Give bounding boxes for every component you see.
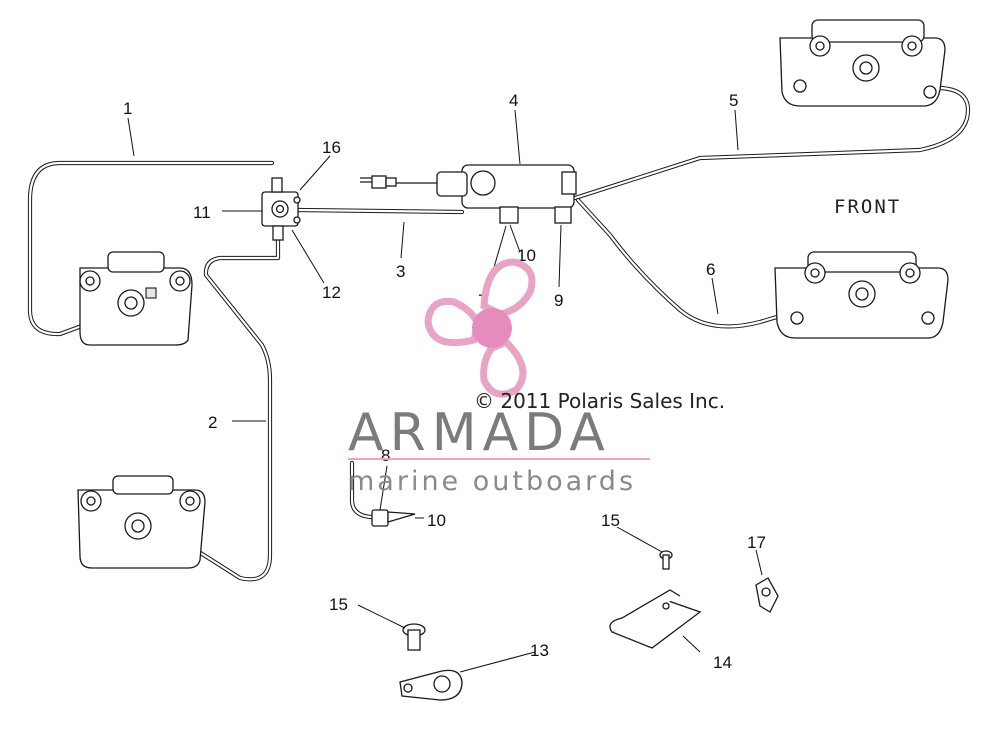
propeller-hub — [472, 308, 512, 348]
callout-6: 6 — [706, 260, 715, 279]
callout-11: 11 — [193, 203, 211, 222]
caliper-rear-left-lower — [77, 475, 206, 569]
propeller-blade-left — [424, 297, 482, 347]
fitting-8 — [371, 509, 416, 527]
callout-15-right: 15 — [601, 511, 620, 530]
callout-17: 17 — [747, 533, 766, 552]
propeller-blade-top — [480, 258, 536, 318]
callout-12: 12 — [322, 283, 341, 302]
brand-name: ARMADA — [348, 403, 611, 463]
callout-4: 4 — [509, 91, 518, 110]
callout-10-lower: 10 — [427, 511, 446, 530]
clamp-13 — [399, 669, 463, 701]
caliper-front-upper — [779, 19, 946, 107]
propeller-blade-bottom — [480, 337, 527, 398]
callout-3: 3 — [396, 262, 405, 281]
bracket-14 — [609, 589, 702, 649]
junction-block — [261, 177, 301, 241]
brand-tagline: marine outboards — [348, 466, 636, 497]
callout-2: 2 — [208, 413, 217, 432]
callout-16: 16 — [322, 138, 341, 157]
leader-lines — [127, 109, 763, 673]
copyright-notice: © 2011 Polaris Sales Inc. — [474, 389, 725, 413]
armada-propeller-logo — [424, 258, 536, 398]
master-cylinder — [360, 164, 577, 224]
caliper-rear-left-upper — [79, 251, 193, 346]
callout-14: 14 — [713, 653, 732, 672]
callout-10-upper: 10 — [517, 246, 536, 265]
caliper-front-lower — [774, 251, 949, 339]
bolt-15-right — [659, 550, 673, 570]
callout-9: 9 — [554, 291, 563, 310]
callout-15-left: 15 — [329, 595, 348, 614]
brake-hoses — [27, 75, 971, 582]
front-label: FRONT — [834, 196, 901, 218]
brand-rule — [348, 458, 650, 460]
callout-8: 8 — [381, 446, 390, 465]
clip-17 — [755, 577, 779, 613]
callout-5: 5 — [729, 91, 738, 110]
callout-13: 13 — [530, 641, 549, 660]
bolt-15-left — [402, 623, 426, 651]
callout-1: 1 — [123, 99, 132, 118]
callouts: 1 2 3 4 5 6 7 8 9 10 10 11 12 13 14 15 1… — [123, 91, 766, 672]
